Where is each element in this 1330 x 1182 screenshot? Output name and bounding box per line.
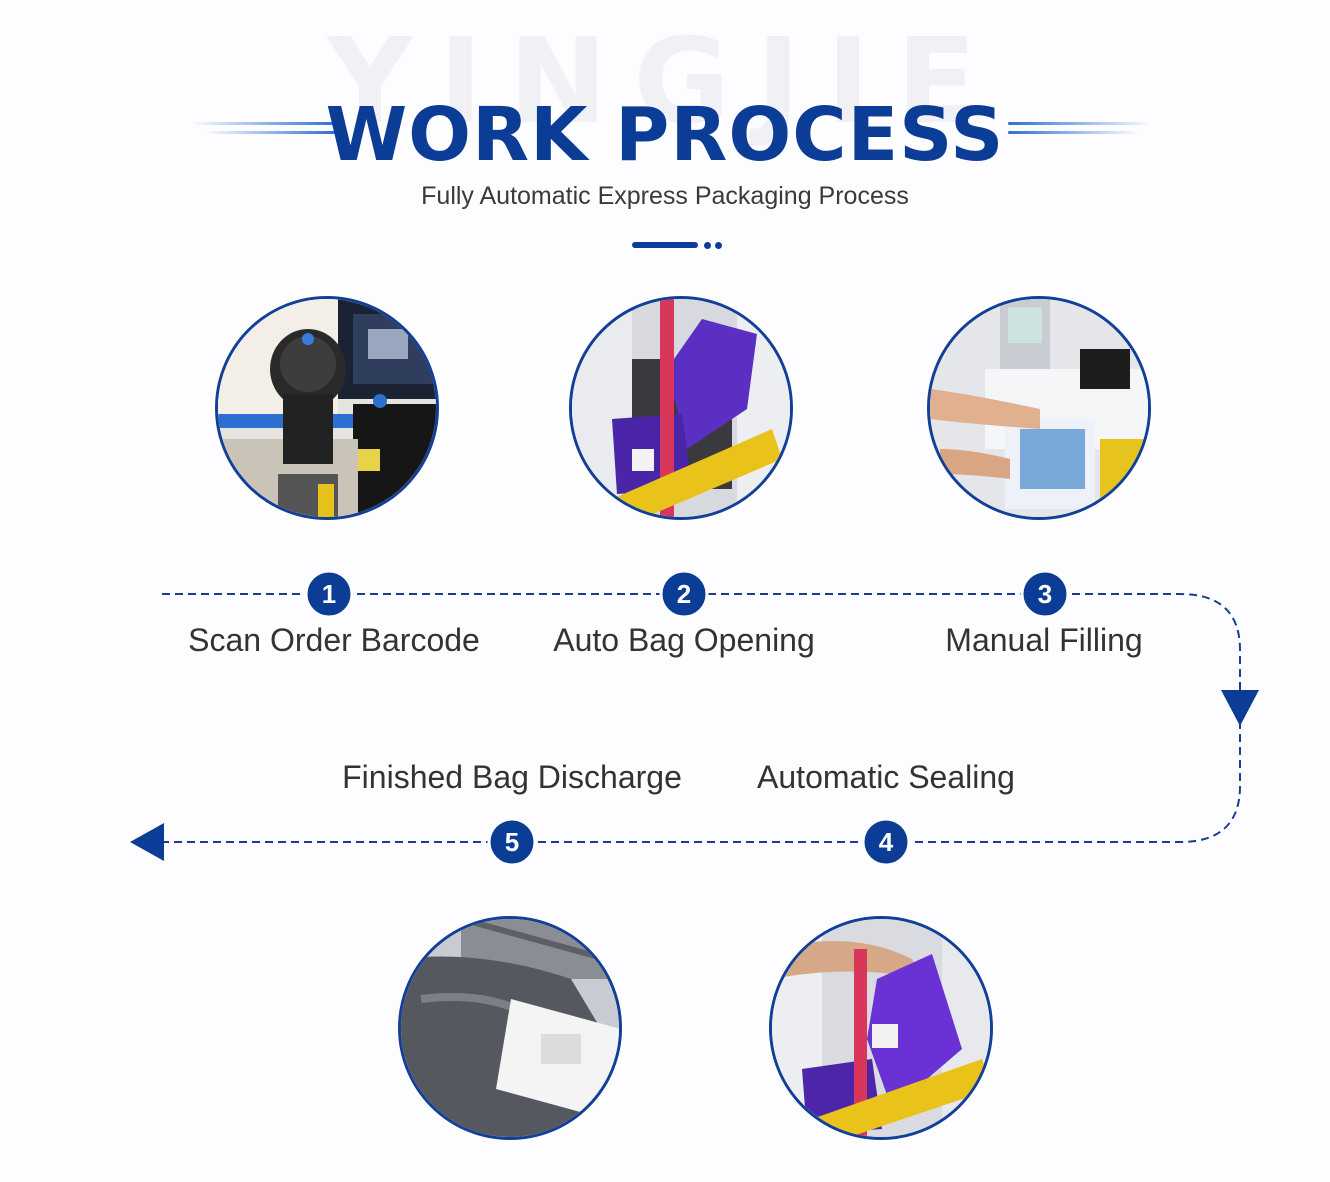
step-3-label: Manual Filling: [945, 622, 1143, 658]
step-5-label: Finished Bag Discharge: [342, 759, 682, 795]
step-1-marker: 1: [304, 569, 354, 619]
step-4-marker: 4: [861, 817, 911, 867]
brand-watermark: YINGJIE: [327, 12, 1003, 150]
page-title: WORK PROCESS: [325, 92, 1005, 178]
step-2-label: Auto Bag Opening: [553, 622, 815, 658]
step-5-marker: 5: [487, 817, 537, 867]
flow-arrow-down: [1221, 690, 1259, 726]
manual-filling-photo: [927, 296, 1151, 520]
barcode-scanner-photo: [215, 296, 439, 520]
page-subtitle: Fully Automatic Express Packaging Proces…: [421, 182, 909, 210]
bag-opening-photo: [569, 296, 793, 520]
flow-path: [160, 593, 1241, 843]
title-decoration-right: [1008, 122, 1153, 140]
step-3-number: 3: [1038, 579, 1052, 609]
step-4-number: 4: [879, 827, 894, 857]
step-4-label: Automatic Sealing: [757, 759, 1015, 795]
title-decoration-left: [190, 122, 335, 140]
step-2-marker: 2: [659, 569, 709, 619]
sealing-photo: [769, 916, 993, 1140]
step-3-marker: 3: [1020, 569, 1070, 619]
step-1-number: 1: [322, 579, 336, 609]
step-5-number: 5: [505, 827, 519, 857]
step-1-label: Scan Order Barcode: [188, 622, 480, 658]
flow-arrow-left: [130, 823, 164, 861]
step-2-number: 2: [677, 579, 691, 609]
